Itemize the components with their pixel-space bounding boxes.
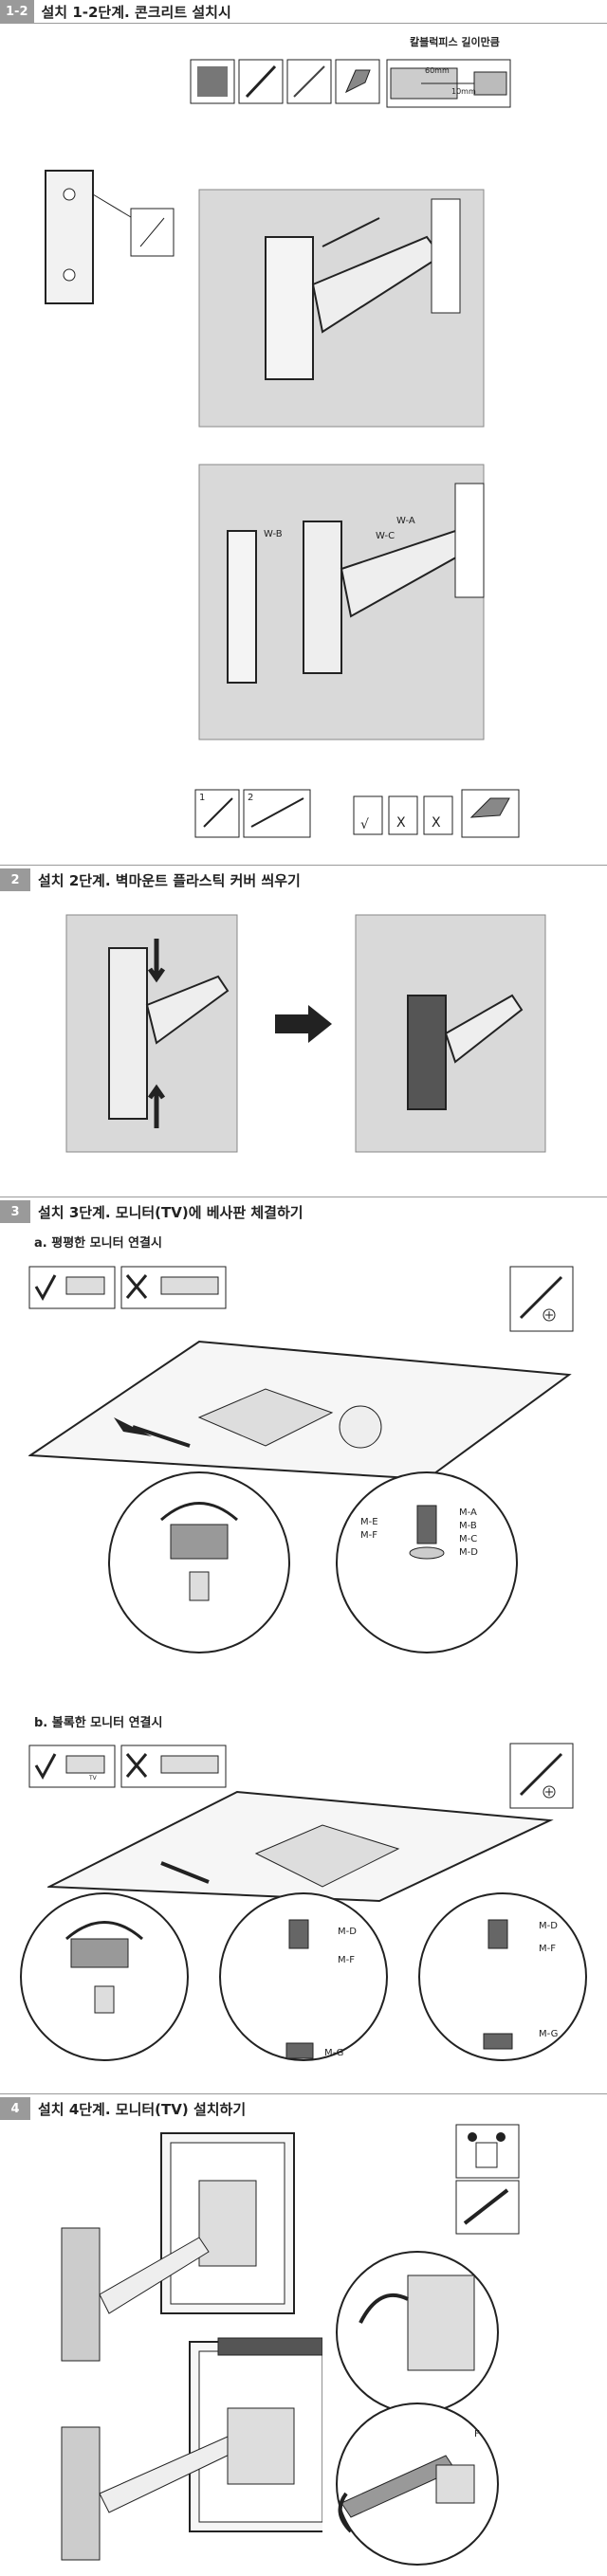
tools-row-illustration [190, 59, 511, 108]
step-4-header: 4 설치 4단계. 모니터(TV) 설치하기 [0, 2097, 607, 2120]
step-number: 2 [0, 868, 30, 891]
screwdriver-icon [509, 1266, 574, 1332]
step-1-header: 1-2 설치 1-2단계. 콘크리트 설치시 [0, 0, 607, 23]
label-mf-curved-1: M-F [338, 1955, 355, 1965]
step-number: 1-2 [0, 0, 34, 23]
divider [0, 2093, 607, 2094]
divider [0, 23, 607, 24]
step-3-header: 3 설치 3단계. 모니터(TV)에 베사판 체결하기 [0, 1200, 607, 1223]
step-number: 3 [0, 1200, 30, 1223]
plastic-cover-illustration [65, 914, 546, 1153]
wrench-tighten-circle [336, 2402, 499, 2566]
sub-a-title: a. 평평한 모니터 연결시 [34, 1236, 162, 1251]
drill-steps-illustration [194, 789, 520, 838]
tv-tag: TV [89, 1775, 97, 1781]
label-md-curved-2: M-D [539, 1921, 558, 1931]
step-title: 설치 4단계. 모니터(TV) 설치하기 [38, 2100, 247, 2118]
sub-b-title: b. 볼록한 모니터 연결시 [34, 1716, 163, 1730]
two-person-lift-icon [455, 2124, 520, 2235]
step-number: 4 [0, 2097, 30, 2120]
dim-10mm: 10mm [451, 87, 476, 96]
label-mf: M-F [360, 1530, 377, 1541]
flat-spacer-icons [28, 1266, 227, 1309]
flat-monitor-vesa-illustration [28, 1340, 572, 1481]
check-mark: √ [360, 817, 369, 832]
flat-screw-detail-circles [108, 1471, 518, 1653]
wall-install-illustration-1 [198, 189, 485, 428]
curved-spacer-icons [28, 1745, 227, 1788]
screwdriver-icon [509, 1743, 574, 1809]
step-title: 설치 2단계. 벽마운트 플라스틱 커버 씌우기 [38, 871, 301, 889]
bolt-label-wa: W-A [396, 516, 415, 526]
curved-screw-detail-circles [20, 1892, 587, 2061]
bolt-label-wb: W-B [264, 529, 283, 539]
hook-detail-circle [336, 2251, 499, 2414]
label-mf-curved-2: M-F [539, 1944, 556, 1954]
label-md: M-D [459, 1547, 478, 1558]
curved-monitor-vesa-illustration [47, 1790, 554, 1903]
sub-step-1: 1 [199, 793, 206, 803]
dim-60mm: 60mm [425, 66, 450, 75]
screw-tag-f: F [474, 2429, 480, 2439]
label-mb: M-B [459, 1521, 477, 1531]
cross-mark-1: X [396, 815, 406, 831]
label-ma: M-A [459, 1507, 477, 1518]
label-mg-curved-2: M-G [539, 2029, 559, 2039]
anchor-length-note: 칼블럭피스 길이만큼 [410, 36, 500, 48]
step-title: 설치 1-2단계. 콘크리트 설치시 [41, 3, 231, 21]
bracket-detail-illustration [45, 170, 175, 304]
step-2-header: 2 설치 2단계. 벽마운트 플라스틱 커버 씌우기 [0, 868, 607, 891]
label-md-curved-1: M-D [338, 1927, 357, 1937]
label-me: M-E [360, 1517, 378, 1527]
bolt-label-wc: W-C [376, 531, 395, 541]
sub-step-2: 2 [248, 793, 254, 803]
divider [0, 865, 607, 866]
label-mc: M-C [459, 1534, 478, 1544]
cross-mark-2: X [432, 815, 441, 831]
step-title: 설치 3단계. 모니터(TV)에 베사판 체결하기 [38, 1203, 304, 1221]
label-mg-curved-1: M-G [324, 2048, 344, 2058]
monitor-mount-illustration [61, 2132, 322, 2561]
wall-install-illustration-2 [198, 464, 485, 740]
